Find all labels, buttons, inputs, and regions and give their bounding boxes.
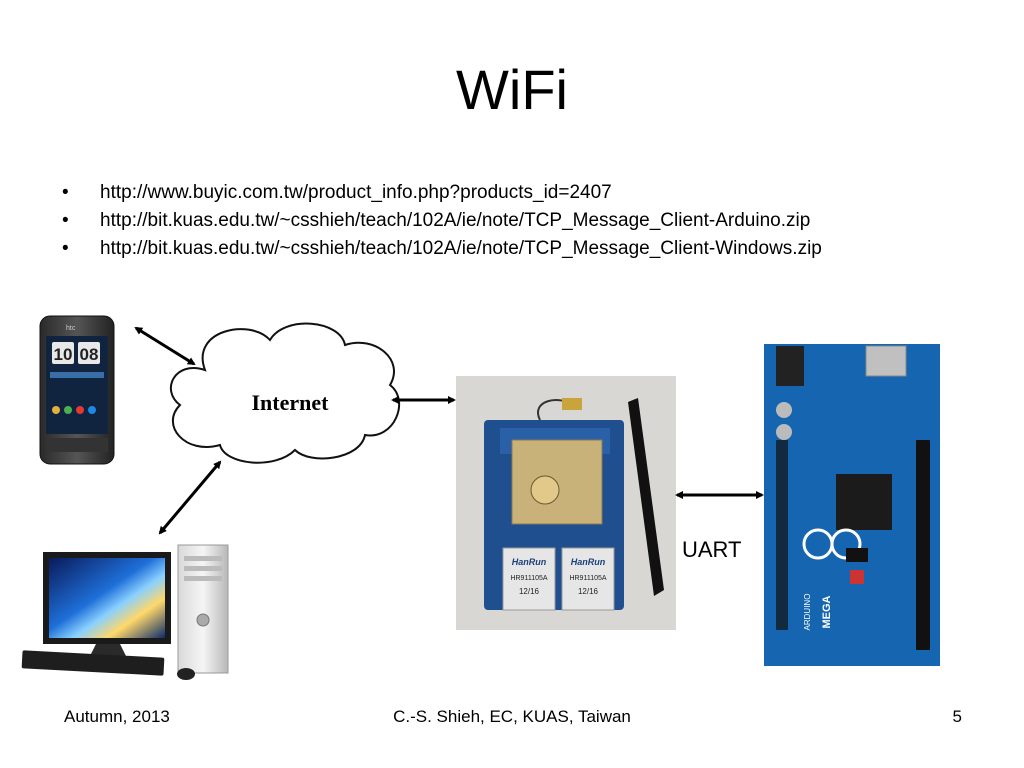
link-text[interactable]: http://www.buyic.com.tw/product_info.php… (100, 182, 612, 203)
smartphone-icon: 10 08 htc (39, 315, 115, 465)
jack-part-left: HR911105A (510, 575, 547, 582)
phone-clock-minutes: 08 (80, 345, 99, 364)
page-number: 5 (952, 707, 962, 726)
jack-date-left: 12/16 (519, 587, 540, 596)
desktop-computer-icon (21, 544, 229, 680)
footer-author: C.-S. Shieh, EC, KUAS, Taiwan (393, 707, 631, 726)
link-text[interactable]: http://bit.kuas.edu.tw/~csshieh/teach/10… (100, 238, 822, 259)
list-item: • http://www.buyic.com.tw/product_info.p… (62, 182, 982, 204)
phone-clock-hours: 10 (54, 345, 73, 364)
link-list: • http://www.buyic.com.tw/product_info.p… (62, 182, 982, 266)
jack-brand-left: HanRun (512, 557, 547, 567)
bullet-icon: • (62, 182, 69, 203)
jack-date-right: 12/16 (578, 587, 599, 596)
bullet-icon: • (62, 210, 69, 231)
wifi-shield-photo: HanRun HanRun HR911105A HR911105A 12/16 … (456, 376, 676, 630)
phone-internet-arrow (134, 326, 196, 366)
jack-part-right: HR911105A (569, 575, 606, 582)
cloud-label: Internet (252, 390, 330, 415)
list-item: • http://bit.kuas.edu.tw/~csshieh/teach/… (62, 210, 982, 232)
pc-internet-arrow (158, 460, 222, 535)
jack-brand-right: HanRun (571, 557, 606, 567)
board-name: MEGA (821, 595, 833, 628)
slide-title: WiFi (456, 58, 568, 121)
bullet-icon: • (62, 238, 69, 259)
footer-date: Autumn, 2013 (64, 707, 170, 726)
link-text[interactable]: http://bit.kuas.edu.tw/~csshieh/teach/10… (100, 210, 811, 231)
board-brand: ARDUINO (803, 594, 812, 631)
uart-label: UART (682, 537, 742, 562)
arduino-mega-photo: MEGA ARDUINO (764, 344, 940, 666)
internet-cloud-icon: Internet (169, 322, 401, 464)
phone-brand: htc (66, 325, 76, 332)
list-item: • http://bit.kuas.edu.tw/~csshieh/teach/… (62, 238, 982, 260)
